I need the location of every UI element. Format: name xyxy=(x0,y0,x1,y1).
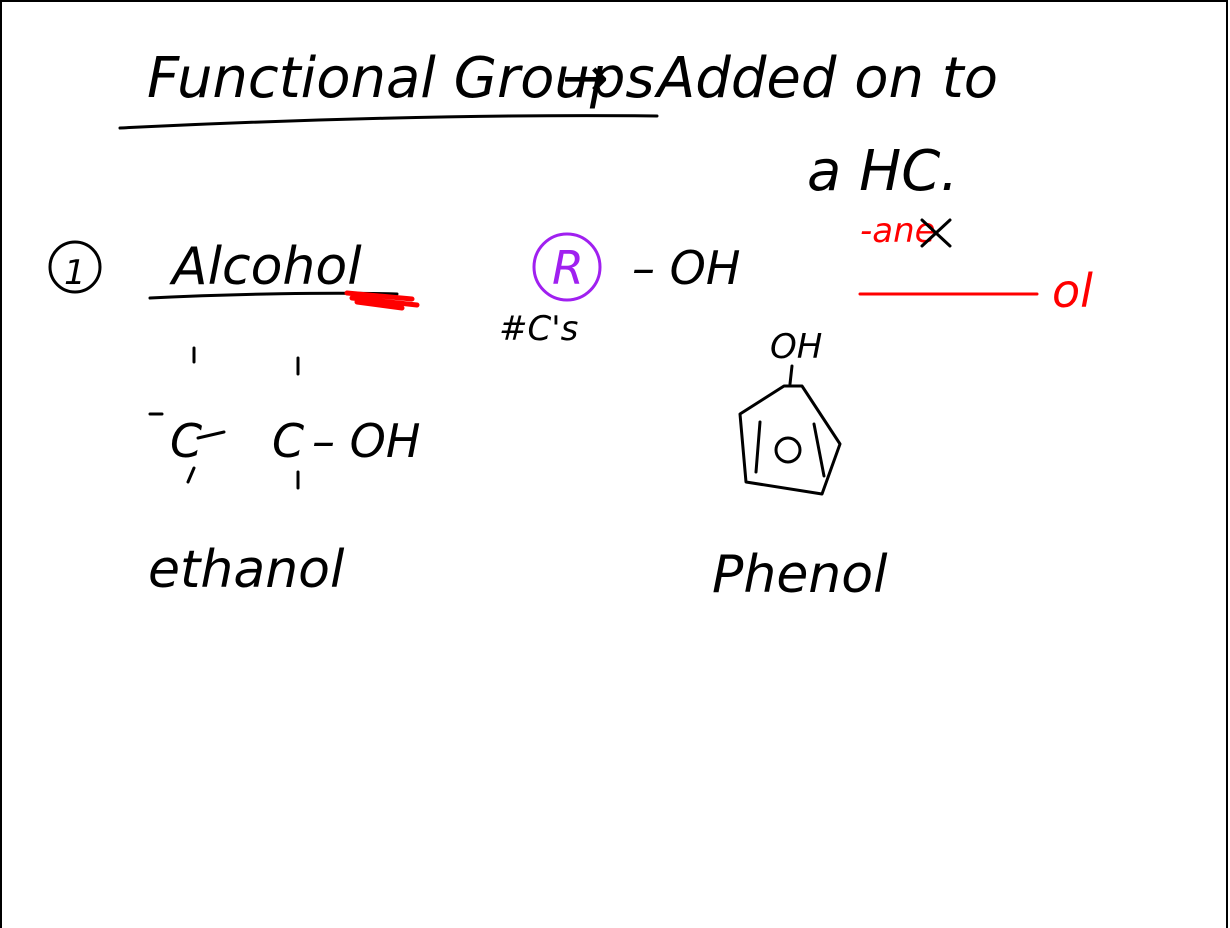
title-arrow: → xyxy=(562,46,609,111)
title-underline xyxy=(118,114,659,130)
ethanol-carbon-2: C xyxy=(272,414,304,468)
r-group-note: #C's xyxy=(499,309,578,349)
ethanol-bond-ticks xyxy=(148,346,300,490)
new-suffix: ol xyxy=(1052,264,1093,318)
section-number-circle xyxy=(48,240,102,294)
phenol-ring xyxy=(738,384,842,496)
phenol-ring-inner-lines xyxy=(754,420,826,478)
ethanol-oh-group: – OH xyxy=(312,414,420,468)
suffix-cross-out xyxy=(920,218,952,248)
general-formula-oh: – OH xyxy=(632,241,740,295)
ethanol-name: ethanol xyxy=(148,540,345,600)
section-heading: Alcohol xyxy=(169,237,362,297)
title-functional-groups: Functional Groups xyxy=(147,46,655,111)
r-group-circle xyxy=(532,232,602,302)
title-note-line1: Added on to xyxy=(654,46,998,111)
section-number: 1 xyxy=(64,253,86,293)
red-highlight-mark xyxy=(344,290,420,311)
title-note-line2: a HC. xyxy=(807,139,958,204)
phenol-oh-bond xyxy=(788,364,794,386)
phenol-ring-circle xyxy=(774,436,802,464)
ethanol-carbon-1: C xyxy=(170,414,202,468)
r-group-label: R xyxy=(552,241,584,295)
phenol-oh-group: OH xyxy=(770,327,822,367)
phenol-name: Phenol xyxy=(712,545,888,605)
